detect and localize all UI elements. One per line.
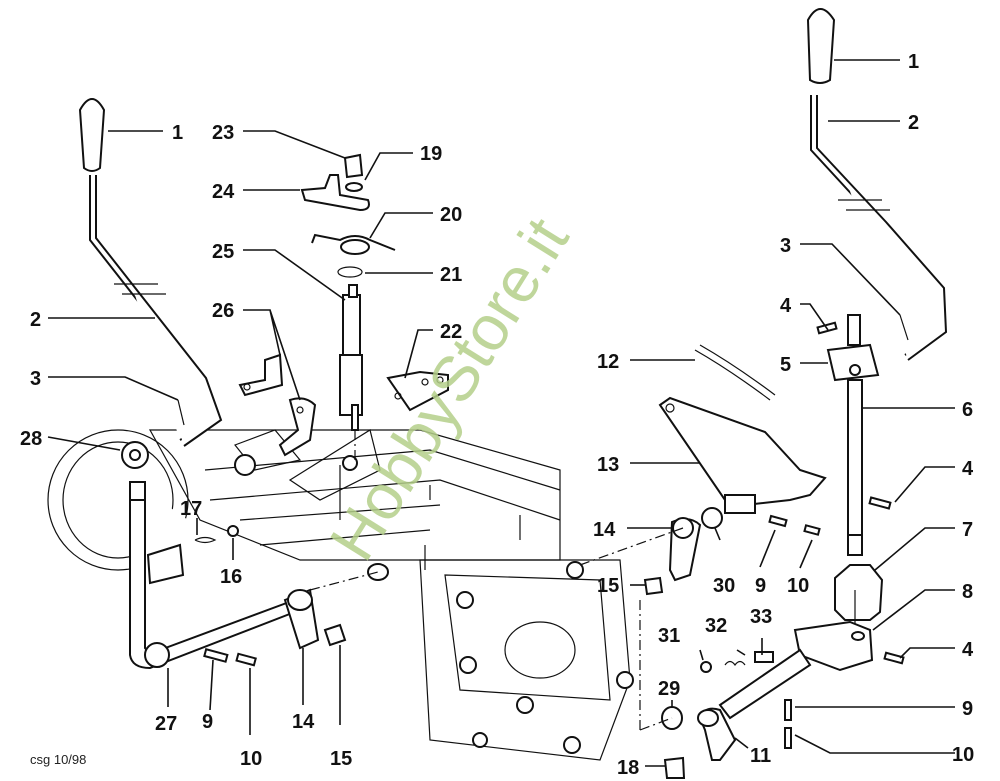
callout-9-right: 9 [962, 698, 973, 720]
callout-8: 8 [962, 581, 973, 603]
callout-28: 28 [20, 428, 42, 450]
callout-labels: 1 2 3 28 17 16 27 9 10 14 15 23 19 24 20… [20, 51, 974, 779]
callout-14-right: 14 [593, 519, 616, 541]
center-stack [238, 153, 449, 460]
callout-27: 27 [155, 713, 177, 735]
callout-23: 23 [212, 122, 234, 144]
left-shaft-27 [121, 441, 379, 670]
left-shift-lever [78, 98, 223, 447]
callout-13: 13 [597, 454, 619, 476]
callout-1-left: 1 [172, 122, 183, 144]
right-shift-lever [661, 8, 948, 779]
callout-32: 32 [705, 615, 727, 637]
shift-lever-13 [579, 344, 827, 731]
callout-24: 24 [212, 181, 235, 203]
callout-12: 12 [597, 351, 619, 373]
callout-1-right: 1 [908, 51, 919, 73]
callout-4-mid: 4 [962, 458, 974, 480]
callout-11: 11 [750, 745, 771, 767]
callout-25: 25 [212, 241, 234, 263]
callout-2-right: 2 [908, 112, 919, 134]
drawing-caption: csg 10/98 [30, 752, 86, 767]
leader-lines [47, 59, 955, 767]
callout-6: 6 [962, 399, 973, 421]
callout-14-left: 14 [292, 711, 315, 733]
callout-4-bottom: 4 [962, 639, 974, 661]
callout-19: 19 [420, 143, 442, 165]
callout-26: 26 [212, 300, 234, 322]
callout-10-right: 10 [952, 744, 974, 766]
gearbox-housing [47, 429, 634, 761]
callout-31: 31 [658, 625, 680, 647]
callout-9-mid: 9 [755, 575, 766, 597]
callout-15-left: 15 [330, 748, 352, 770]
callout-3-right: 3 [780, 235, 791, 257]
callout-5: 5 [780, 354, 791, 376]
callout-22: 22 [440, 321, 462, 343]
callout-10-left: 10 [240, 748, 262, 770]
callout-9-left: 9 [202, 711, 213, 733]
callout-2-left: 2 [30, 309, 41, 331]
callout-7: 7 [962, 519, 973, 541]
callout-16: 16 [220, 566, 242, 588]
callout-30: 30 [713, 575, 735, 597]
callout-10-mid: 10 [787, 575, 809, 597]
callout-20: 20 [440, 204, 462, 226]
callout-4-top: 4 [780, 295, 792, 317]
callout-3-left: 3 [30, 368, 41, 390]
callout-18: 18 [617, 757, 639, 779]
callout-17: 17 [180, 498, 202, 520]
callout-29: 29 [658, 678, 680, 700]
callout-33: 33 [750, 606, 772, 628]
callout-15-right: 15 [597, 575, 619, 597]
callout-21: 21 [440, 264, 462, 286]
